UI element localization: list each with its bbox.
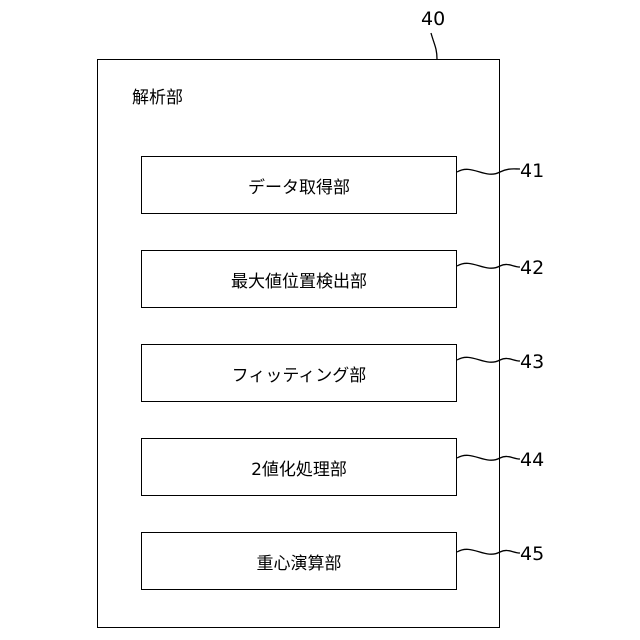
centroid-calculation-leader [457,549,520,554]
data-acquisition-leader [457,169,520,174]
binarization-leader [457,455,520,460]
fitting-leader [457,357,520,362]
analysis-unit-leader [431,33,437,59]
max-position-detection-leader [457,263,520,268]
